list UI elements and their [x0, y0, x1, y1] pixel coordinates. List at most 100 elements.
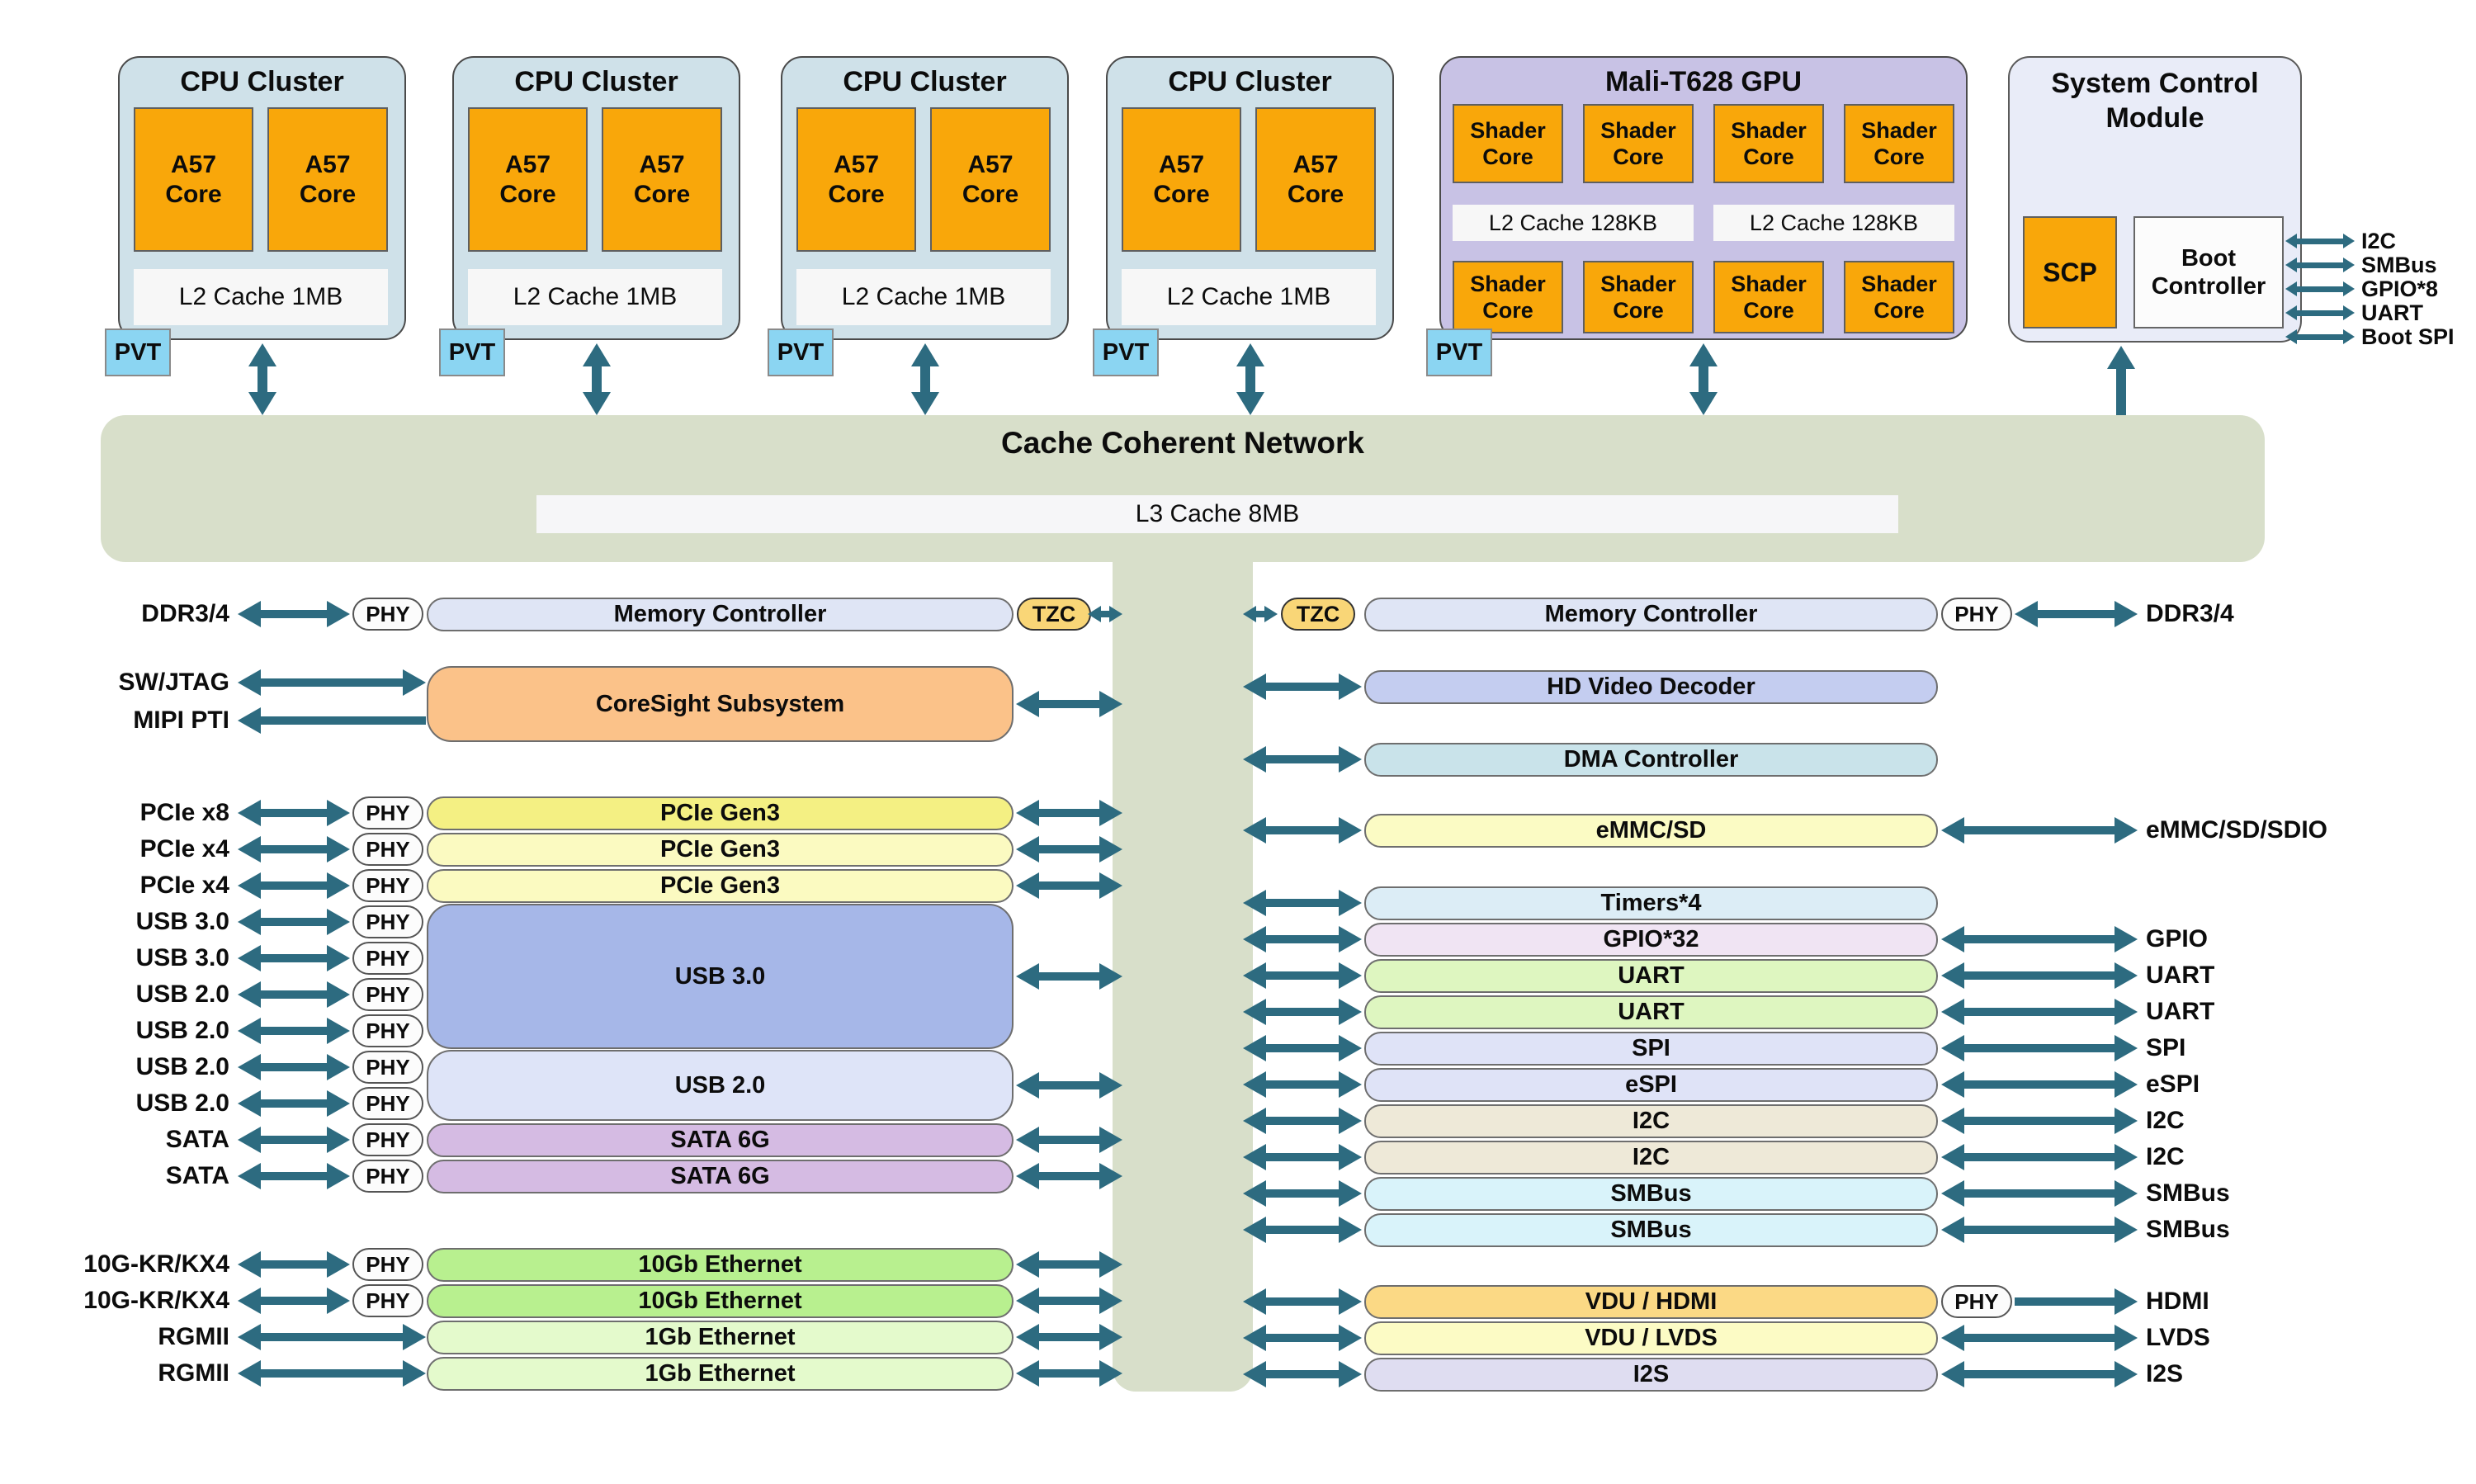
- spine-arrow-right-head-left: [1243, 817, 1266, 844]
- spine-arrow-right-head-right: [1339, 926, 1362, 952]
- io-arrow-left: [258, 716, 426, 725]
- spine-arrow-left-head-right: [1099, 1127, 1122, 1153]
- io-arrow-left-head-right: [327, 872, 350, 899]
- shader-core: Shader Core: [1453, 261, 1563, 333]
- spine-arrow-right: [1264, 826, 1341, 834]
- block-dma-controller: DMA Controller: [1364, 743, 1938, 777]
- io-arrow-left-head-right: [327, 909, 350, 935]
- spine-arrow-right: [1264, 1117, 1341, 1125]
- port-label-right: SPI: [2146, 1034, 2186, 1061]
- scm-port-arrow: [2294, 238, 2346, 244]
- tzc-spine-arrow-head-left: [1088, 606, 1101, 622]
- ccn-link-arrow: [920, 364, 930, 395]
- io-arrow-left: [258, 954, 329, 962]
- ccn-link-arrow-head-down: [911, 392, 939, 415]
- a57-core: A57 Core: [267, 107, 388, 252]
- scm-port-arrow: [2294, 262, 2346, 268]
- block-pcie-gen3: PCIe Gen3: [427, 796, 1014, 830]
- spine-arrow-right-head-left: [1243, 1071, 1266, 1098]
- spine-arrow-left-head-right: [1099, 691, 1122, 717]
- spine-arrow-right-head-right: [1339, 1180, 1362, 1207]
- ccn-link-arrow: [2116, 366, 2126, 415]
- io-arrow-right: [2015, 1297, 2117, 1306]
- io-arrow-left-head-right: [327, 1288, 350, 1314]
- spine-arrow-right-head-right: [1339, 962, 1362, 989]
- port-label-left: USB 3.0: [135, 944, 229, 971]
- tzc-pill: TZC: [1017, 598, 1091, 631]
- block-smbus: SMBus: [1364, 1177, 1938, 1211]
- spine-arrow-left: [1037, 809, 1102, 817]
- io-arrow-left-head-right: [327, 1251, 350, 1278]
- spine-arrow-right: [1264, 1370, 1341, 1378]
- io-arrow-left-head-right: [327, 800, 350, 826]
- cpu-cluster-title: CPU Cluster: [180, 66, 344, 97]
- spine-arrow-left: [1037, 1172, 1102, 1180]
- block-1gb-ethernet: 1Gb Ethernet: [427, 1356, 1014, 1391]
- spine-arrow-left-head-left: [1016, 1163, 1039, 1189]
- phy-pill: PHY: [352, 1248, 423, 1281]
- spine-arrow-right: [1264, 1080, 1341, 1089]
- port-label-right: I2S: [2146, 1360, 2184, 1387]
- block-10gb-ethernet: 10Gb Ethernet: [427, 1247, 1014, 1282]
- io-arrow-left: [258, 809, 329, 817]
- tzc-spine-arrow-head-right: [1264, 606, 1278, 622]
- io-arrow-left-head-right: [327, 601, 350, 627]
- port-label-right: GPIO: [2146, 925, 2209, 952]
- ccn-link-arrow-head-up: [1689, 343, 1718, 366]
- io-arrow-left-head-left: [238, 1127, 261, 1153]
- spine-arrow-right-head-right: [1339, 1325, 1362, 1351]
- scm-port-arrow-head-left: [2285, 234, 2297, 248]
- pvt-badge: PVT: [1426, 328, 1492, 376]
- io-arrow-left-head-right: [327, 1090, 350, 1117]
- phy-pill: PHY: [352, 1014, 423, 1047]
- io-arrow-right: [1962, 935, 2117, 943]
- ccn-link-arrow-head-down: [583, 392, 611, 415]
- spine-arrow-left-head-left: [1016, 836, 1039, 863]
- io-arrow-right: [1962, 1080, 2117, 1089]
- phy-pill: PHY: [1941, 1285, 2012, 1318]
- ccn-link-arrow-head-up: [911, 343, 939, 366]
- port-label-left: MIPI PTI: [133, 707, 229, 734]
- io-arrow-right-head-right: [2115, 1361, 2138, 1387]
- io-arrow-left: [258, 1297, 329, 1305]
- spine-arrow-right: [1264, 1189, 1341, 1198]
- io-arrow-left-head-left: [238, 1090, 261, 1117]
- a57-core: A57 Core: [796, 107, 916, 252]
- spine-arrow-right: [1264, 755, 1341, 763]
- phy-pill: PHY: [352, 905, 423, 938]
- spine-arrow-right-head-right: [1339, 890, 1362, 916]
- spine-arrow-right-head-left: [1243, 1180, 1266, 1207]
- ccn-link-arrow: [592, 364, 602, 395]
- port-label-left: 10G-KR/KX4: [83, 1250, 229, 1278]
- io-arrow-left: [258, 845, 329, 853]
- io-arrow-right-head-right: [2115, 962, 2138, 989]
- spine-arrow-left-head-left: [1016, 1072, 1039, 1099]
- phy-pill: PHY: [352, 1160, 423, 1193]
- io-arrow-right-head-right: [2115, 601, 2138, 627]
- io-arrow-right-head-left: [1941, 1217, 1964, 1243]
- ccn-link-arrow-head-up: [1236, 343, 1264, 366]
- io-arrow-left-head-left: [238, 707, 261, 734]
- block-sata-6g: SATA 6G: [427, 1122, 1014, 1157]
- spine-arrow-left-head-right: [1099, 1288, 1122, 1314]
- spine-arrow-right-head-left: [1243, 1035, 1266, 1061]
- shader-core: Shader Core: [1583, 261, 1694, 333]
- block-i2c: I2C: [1364, 1104, 1938, 1138]
- pvt-badge: PVT: [105, 328, 171, 376]
- io-arrow-right: [1962, 1370, 2117, 1378]
- spine-arrow-left-head-left: [1016, 963, 1039, 990]
- io-arrow-left: [258, 1027, 329, 1035]
- block-smbus: SMBus: [1364, 1213, 1938, 1247]
- io-arrow-left: [258, 1063, 329, 1071]
- io-arrow-left-head-left: [238, 1163, 261, 1189]
- io-arrow-right-head-right: [2115, 1108, 2138, 1134]
- spine-arrow-left: [1037, 1333, 1102, 1341]
- spine-arrow-left-head-left: [1016, 1324, 1039, 1350]
- cache-coherent-network: [101, 415, 2265, 562]
- scm-title: System Control Module: [2051, 68, 2259, 134]
- io-arrow-left: [258, 1260, 329, 1269]
- io-arrow-left: [258, 1136, 329, 1144]
- cluster-l2-cache: L2 Cache 1MB: [796, 269, 1051, 325]
- spine-arrow-left: [1037, 1136, 1102, 1144]
- spine-arrow-right: [1264, 899, 1341, 907]
